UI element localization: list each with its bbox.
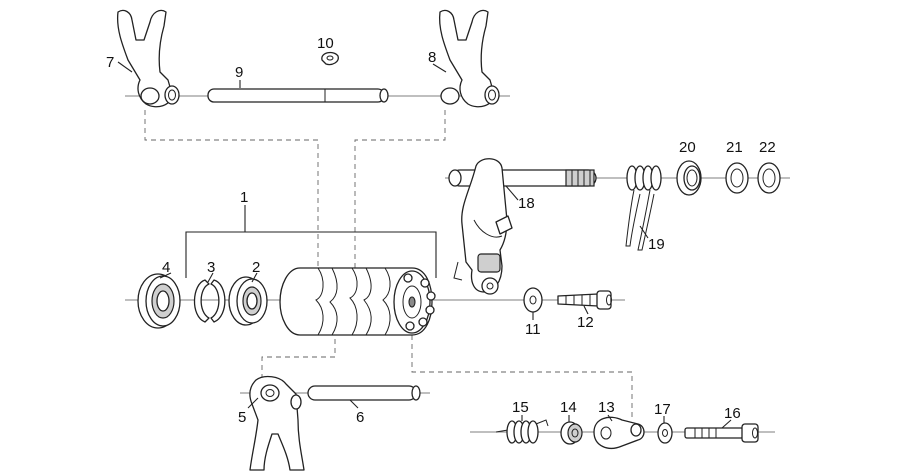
leader-16 [721, 419, 732, 429]
leader-8 [432, 63, 447, 73]
leader-4 [159, 272, 172, 279]
shift-fork-8 [438, 9, 500, 108]
leader-2 [251, 272, 258, 283]
leader-13 [607, 414, 613, 422]
callout-17: 17 [654, 401, 671, 418]
callout-19: 19 [648, 236, 665, 253]
bolt-16 [684, 423, 759, 443]
assembly-1-bracket [185, 205, 437, 278]
callout-4: 4 [162, 259, 170, 276]
leader-19 [639, 225, 649, 239]
washer-20 [676, 160, 702, 196]
callout-8: 8 [428, 49, 436, 66]
stopper-lever-13 [593, 416, 645, 449]
washer-21 [725, 162, 749, 194]
spring-19 [625, 165, 662, 251]
shift-fork-7 [116, 9, 180, 108]
callout-1: 1 [240, 189, 248, 206]
washer-11 [523, 287, 543, 313]
leader-12 [583, 305, 589, 315]
callout-16: 16 [724, 405, 741, 422]
callout-7: 7 [106, 54, 114, 71]
callout-10: 10 [317, 35, 334, 52]
shift-fork-5 [249, 375, 305, 471]
callout-3: 3 [207, 259, 215, 276]
bearing-2 [228, 276, 268, 326]
leader-3 [207, 272, 214, 283]
circlip-3 [193, 279, 226, 323]
callout-9: 9 [235, 64, 243, 81]
callout-21: 21 [726, 139, 743, 156]
callout-6: 6 [356, 409, 364, 426]
leader-18 [505, 185, 519, 201]
spring-15 [495, 419, 549, 444]
callout-18: 18 [518, 195, 535, 212]
alignment-line-fork-5 [261, 330, 336, 380]
callout-12: 12 [577, 314, 594, 331]
alignment-line-fork-8 [354, 110, 446, 270]
alignment-line-fork-7 [144, 110, 319, 270]
washer-17 [657, 422, 673, 444]
callout-14: 14 [560, 399, 577, 416]
collar-14 [560, 421, 583, 445]
clip-10 [321, 51, 339, 66]
bearing-4 [137, 273, 181, 329]
fork-shaft-9 [207, 88, 389, 103]
shift-drum [279, 267, 436, 336]
alignment-line-stopper [411, 335, 633, 418]
leader-7 [117, 61, 133, 73]
callout-20: 20 [679, 139, 696, 156]
callout-5: 5 [238, 409, 246, 426]
bolt-12 [557, 290, 612, 310]
callout-22: 22 [759, 139, 776, 156]
shift-shaft-18 [448, 158, 597, 295]
washer-22 [757, 162, 781, 194]
shaft-6 [307, 385, 421, 401]
callout-11: 11 [525, 321, 541, 338]
leader-6 [349, 399, 359, 409]
callout-13: 13 [598, 399, 615, 416]
callout-2: 2 [252, 259, 260, 276]
callout-15: 15 [512, 399, 529, 416]
leader-5 [247, 397, 259, 409]
